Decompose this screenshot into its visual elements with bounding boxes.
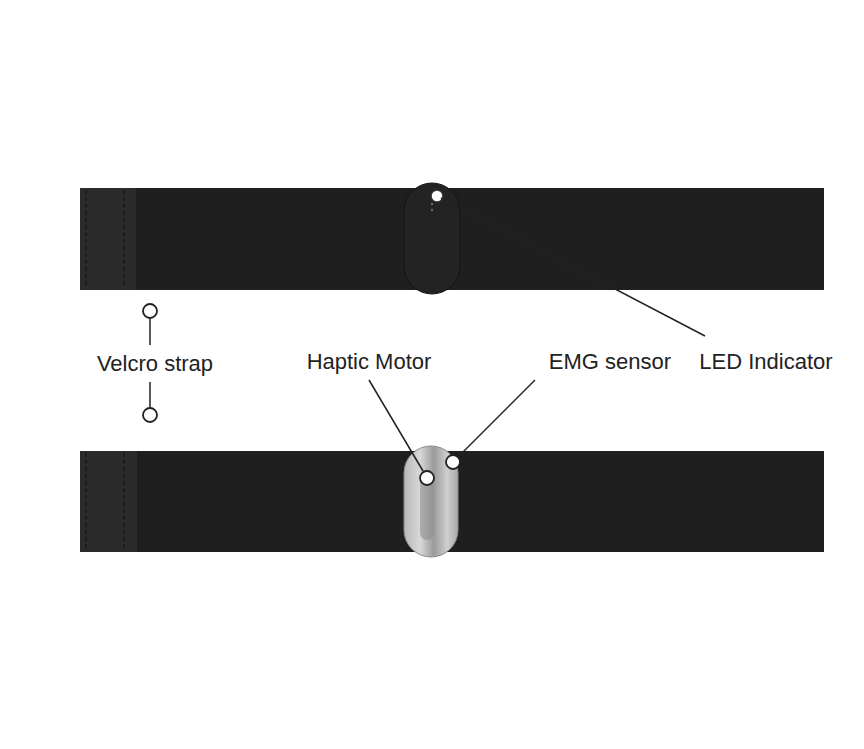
sensor-pod — [404, 183, 460, 294]
callout-dot — [446, 455, 460, 469]
callout-dot — [143, 304, 157, 318]
leader-line — [458, 380, 535, 457]
leader-line — [149, 382, 151, 408]
stitch — [124, 453, 125, 550]
part-label: LED Indicator — [697, 350, 834, 374]
stitch — [124, 190, 125, 288]
stitch — [86, 190, 87, 288]
stitch — [86, 453, 87, 550]
velcro-patch — [80, 188, 136, 290]
part-label: Velcro strap — [95, 352, 215, 376]
part-label: EMG sensor — [547, 350, 673, 374]
dot — [431, 203, 433, 205]
leader-line — [149, 318, 151, 345]
dot — [431, 209, 433, 211]
callout-dot — [420, 471, 434, 485]
callout-dot — [143, 408, 157, 422]
led-marker — [431, 190, 443, 202]
part-label: Haptic Motor — [305, 350, 434, 374]
velcro-patch — [80, 451, 137, 552]
leader-line — [369, 380, 423, 471]
pod-ridge — [420, 470, 434, 540]
leader-line — [441, 198, 705, 336]
